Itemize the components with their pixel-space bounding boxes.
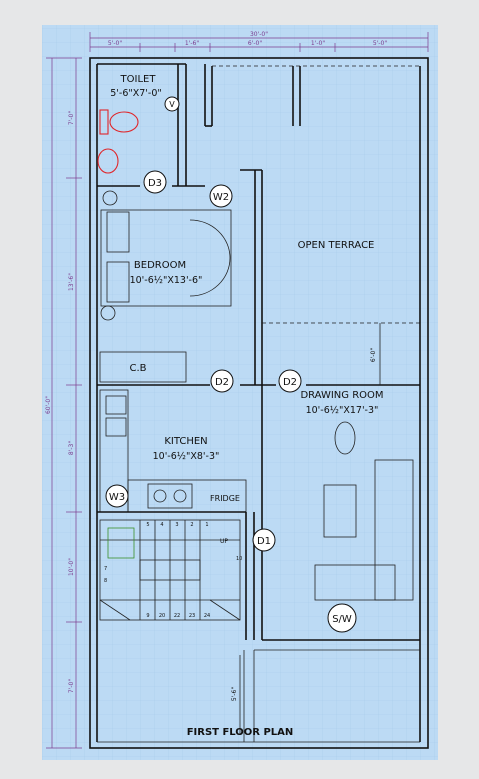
plan-title: FIRST FLOOR PLAN [187,727,294,738]
sliding-window-tag: S/W [332,614,352,625]
dim-top-total: 30'-0" [250,31,268,38]
stove-icon [147,483,193,509]
dim-left-seg: 7'-0" [68,679,75,693]
door-tag-d2: D2 [283,377,297,388]
room-name-open-terrace: OPEN TERRACE [298,240,375,251]
bed [100,209,232,307]
stair-step: 20 [159,613,165,619]
stair-step: 9 [146,613,149,619]
top-dimensions: 30'-0" 5'-0" 1'-6" 6'-0" 1'-0" 5'-0" [89,31,429,52]
stair-step: 4 [160,522,163,528]
stair-step: 2 [190,522,193,528]
dim-left-seg: 10'-0" [68,558,75,576]
room-name-bedroom: BEDROOM [134,260,186,271]
stair-step: 10 [236,556,242,562]
left-dimensions: 60'-0" 7'-0" 13'-6" 8'-3" 10'-0" 7'-0" [45,57,82,749]
dim-top-seg: 1'-0" [311,40,325,47]
stair-step: 1 [205,522,208,528]
stair-up-label: UP [220,538,228,545]
door-window-tags: V D3 W2 D2 D2 W3 D1 S/W [105,96,357,633]
paper-grid [42,25,438,760]
room-size-toilet: 5'-6"X7'-0" [110,88,162,99]
fan-icon [100,305,116,321]
room-name-toilet: TOILET [120,74,157,85]
dim-top-seg: 5'-0" [108,40,122,47]
dim-left-seg: 7'-0" [68,111,75,125]
dim-top-seg: 6'-0" [248,40,262,47]
ventilator-tag: V [169,100,175,109]
stair-step: 8 [104,578,107,584]
stair-step: 22 [174,613,180,619]
dim-top-seg: 1'-6" [185,40,199,47]
window-tag-w2: W2 [213,192,229,203]
cupboard [99,351,187,383]
stair-step: 23 [189,613,195,619]
room-name-drawing-room: DRAWING ROOM [300,390,383,401]
room-size-drawing-room: 10'-6½"X17'-3" [306,405,379,416]
dim-bottom-height: 5'-6" [231,687,238,701]
toilet-bedroom-walls [97,63,301,385]
drawing-room-furniture [314,421,414,601]
room-name-kitchen: KITCHEN [164,436,207,447]
dim-top-seg: 5'-0" [373,40,387,47]
dim-left-total: 60'-0" [45,396,52,414]
door-tag-d1: D1 [257,536,271,547]
room-size-bedroom: 10'-6½"X13'-6" [130,275,203,286]
stair-step: 7 [104,566,107,572]
fan-icon [102,190,118,206]
stair-step: 5 [146,522,149,528]
door-tag-d2: D2 [215,377,229,388]
dim-left-seg: 8'-3" [68,441,75,455]
stair-step: 24 [204,613,210,619]
dim-left-seg: 13'-6" [68,273,75,291]
stair-note [107,527,135,559]
staircase [99,519,241,621]
door-tag-d3: D3 [148,178,162,189]
stair-labels: 5 4 3 2 1 9 20 22 23 24 UP 7 8 10 [104,522,242,619]
room-name-cb: C.B [129,363,146,374]
dim-terrace-height: 6'-0" [370,348,377,362]
room-size-kitchen: 10'-6½"X8'-3" [153,451,220,462]
toilet-fixtures [97,109,139,174]
outer-boundary [89,57,429,749]
stair-step: 3 [175,522,178,528]
fridge-label: FRIDGE [210,494,240,503]
window-tag-w3: W3 [109,492,125,503]
